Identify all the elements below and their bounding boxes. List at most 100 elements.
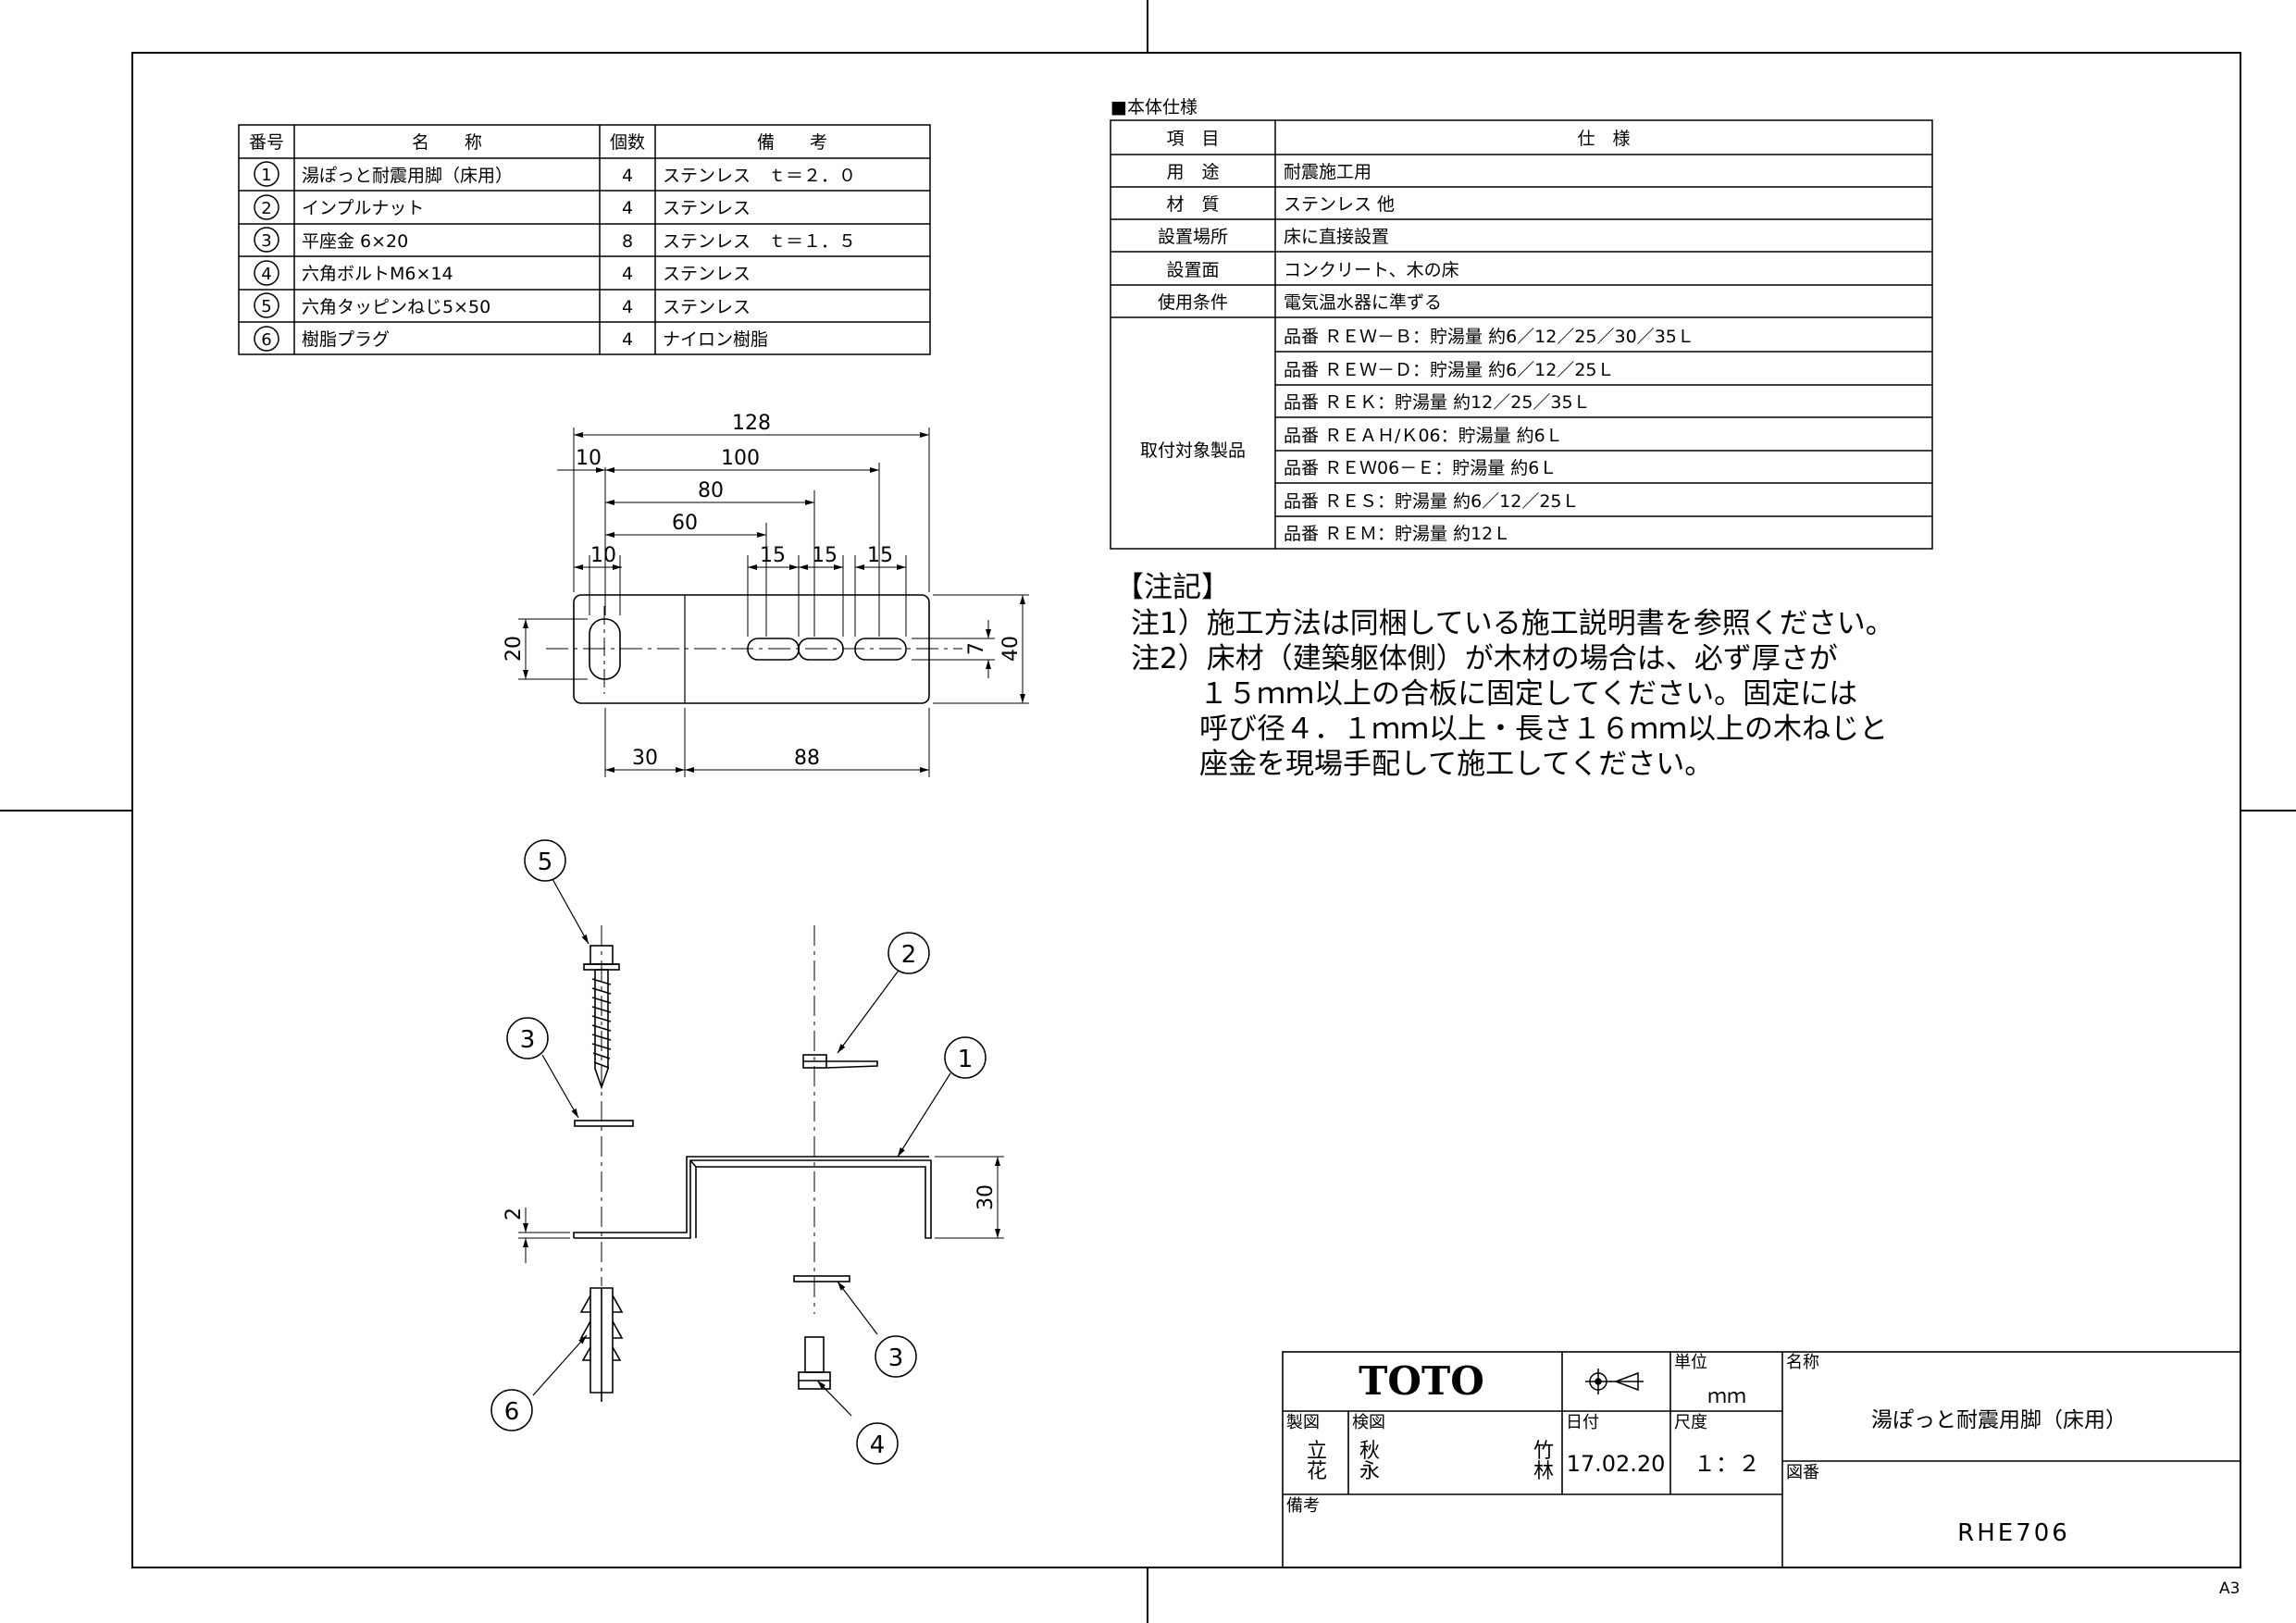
drawn-by-2: 花 (1307, 1460, 1327, 1483)
parts-row-2: 2 インプルナット 4 ステンレス (254, 194, 751, 220)
spec-product: 品番 ＲＥＷ－Ｄ：貯湯量 約6／12／25Ｌ (1284, 360, 1615, 380)
plan-view (546, 594, 962, 704)
part-no: 3 (261, 231, 271, 251)
part-name: 樹脂プラグ (302, 329, 390, 350)
note-line: 座金を現場手配して施工してください。 (1199, 748, 1713, 781)
part-no: 1 (261, 166, 271, 185)
scale-value: １：２ (1694, 1451, 1760, 1477)
checked-by-1b: 永 (1359, 1460, 1380, 1483)
checked-label: 検図 (1352, 1413, 1385, 1432)
callout-label: 5 (538, 849, 553, 876)
spec-value: 耐震施工用 (1284, 162, 1371, 182)
part-note: ステンレス (663, 198, 751, 218)
part-name: 六角タッピンねじ5×50 (302, 297, 490, 317)
dim-7: 7 (965, 642, 988, 655)
spec-products-label: 取付対象製品 (1140, 440, 1246, 461)
checked-by-2b: 林 (1533, 1460, 1554, 1483)
callout-label: 3 (520, 1026, 536, 1054)
plan-dimensions (518, 427, 1029, 777)
side-dim-height: 30 (974, 1184, 998, 1210)
notes-title: 【注記】 (1115, 571, 1230, 604)
spec-header-item: 項 目 (1166, 129, 1219, 149)
note-line: 注2）床材（建築躯体側）が木材の場合は、必ず厚さが (1131, 642, 1838, 675)
unit-label: 単位 (1674, 1353, 1707, 1372)
drawing-no-value: RHE706 (1957, 1519, 2070, 1547)
dim-88: 88 (794, 747, 820, 770)
parts-row-5: 5 六角タッピンねじ5×50 4 ステンレス (254, 292, 751, 318)
bracket-profile (573, 1156, 932, 1239)
part-name: インプルナット (302, 198, 424, 218)
spec-header-spec: 仕 様 (1577, 129, 1630, 149)
drawing-no-label: 図番 (1786, 1463, 1819, 1482)
spec-item: 用 途 (1166, 162, 1219, 182)
parts-header-qty: 個数 (610, 132, 645, 153)
unit-value: ｍｍ (1707, 1385, 1746, 1407)
spec-section-title: ■本体仕様 (1111, 97, 1198, 118)
spec-value: コンクリート、木の床 (1284, 260, 1459, 280)
spec-value: ステンレス 他 (1284, 194, 1395, 215)
drawn-label: 製図 (1286, 1413, 1320, 1432)
title-block (1282, 1351, 2241, 1568)
parts-row-4: 4 六角ボルトM6×14 4 ステンレス (254, 260, 751, 286)
plan-dimension-labels: 128 10 100 80 60 10 15 15 15 20 7 40 30 … (503, 412, 1023, 770)
spec-item: 使用条件 (1158, 292, 1228, 313)
side-dim-thickness: 2 (503, 1208, 526, 1220)
spec-product: 品番 ＲＥＫ：貯湯量 約12／25／35Ｌ (1284, 392, 1591, 413)
spec-product: 品番 ＲＥＭ：貯湯量 約12Ｌ (1284, 524, 1510, 544)
part-note: ナイロン樹脂 (663, 329, 768, 350)
checked-by-2a: 竹 (1533, 1440, 1554, 1463)
spec-item: 設置面 (1166, 260, 1219, 280)
spec-product: 品番 ＲＥＷ06－Ｅ：貯湯量 約6Ｌ (1284, 458, 1557, 478)
callout-label: 4 (870, 1431, 886, 1459)
parts-header-note: 備 考 (757, 132, 827, 153)
remarks-label: 備考 (1286, 1496, 1320, 1516)
washer-upper (574, 1120, 634, 1127)
part-qty: 4 (622, 297, 633, 317)
note-line: 呼び径４．１ｍｍ以上・長さ１６ｍｍ以上の木ねじと (1199, 712, 1888, 746)
dim-30: 30 (632, 747, 658, 770)
parts-row-6: 6 樹脂プラグ 4 ナイロン樹脂 (254, 326, 768, 352)
dim-15-b: 15 (812, 544, 838, 567)
sheet-size-label: A3 (2219, 1580, 2240, 1598)
notes: 【注記】 注1）施工方法は同梱している施工説明書を参照ください。 注2）床材（建… (1115, 571, 1894, 781)
callout-label: 3 (888, 1344, 904, 1372)
drawing-name: 湯ぽっと耐震用脚（床用） (1871, 1408, 2127, 1432)
callout-label: 2 (901, 941, 917, 969)
part-name: 六角ボルトM6×14 (302, 264, 453, 284)
part-qty: 4 (622, 166, 633, 186)
callout-labels: 5 3 2 1 3 4 6 (504, 849, 974, 1459)
spec-value: 電気温水器に準ずる (1284, 292, 1442, 313)
part-qty: 4 (622, 264, 633, 284)
date-value: 17.02.20 (1567, 1451, 1666, 1477)
callout-label: 6 (504, 1398, 520, 1426)
projection-symbol-icon (1585, 1369, 1644, 1394)
dim-10-hole: 10 (590, 544, 616, 567)
spec-product: 品番 ＲＥＷ－Ｂ：貯湯量 約6／12／25／30／35Ｌ (1284, 327, 1694, 347)
spec-table: 項 目 仕 様 用 途 耐震施工用 材 質 ステンレス 他 設置場所 床に直接設… (1110, 119, 1933, 550)
checked-by-1a: 秋 (1359, 1440, 1380, 1463)
resin-plug (579, 1287, 624, 1402)
dim-80: 80 (698, 479, 724, 502)
drawn-by-1: 立 (1307, 1440, 1327, 1463)
assembly-view (518, 878, 1004, 1417)
spec-item: 設置場所 (1158, 227, 1228, 247)
title-block-text: TOTO 単位 ｍｍ 名称 湯ぽっと耐震用脚（床用） 製図 立 花 検図 秋 永… (1286, 1353, 2127, 1547)
dim-20: 20 (503, 636, 526, 662)
dim-100: 100 (721, 447, 760, 470)
part-note: ステンレス (663, 264, 751, 284)
part-qty: 8 (622, 231, 633, 252)
scale-label: 尺度 (1674, 1413, 1707, 1432)
spec-product: 品番 ＲＥＳ：貯湯量 約6／12／25Ｌ (1284, 491, 1580, 512)
name-label: 名称 (1786, 1353, 1819, 1372)
part-qty: 4 (622, 329, 633, 350)
part-name: 平座金 6×20 (302, 231, 408, 252)
spec-product: 品番 ＲＥＡＨ/Ｋ06：貯湯量 約6Ｌ (1284, 426, 1563, 446)
note-line: １５ｍｍ以上の合板に固定してください。固定には (1199, 677, 1857, 711)
dim-15-a: 15 (760, 544, 786, 567)
parts-row-1: 1 湯ぽっと耐震用脚（床用） 4 ステンレス ｔ＝２．０ (254, 161, 856, 187)
parts-table: 番号 名 称 個数 備 考 1 湯ぽっと耐震用脚（床用） 4 ステンレス ｔ＝２… (238, 124, 931, 355)
dim-10-top: 10 (576, 447, 602, 470)
spec-item: 材 質 (1166, 194, 1219, 215)
dim-40: 40 (999, 636, 1023, 662)
